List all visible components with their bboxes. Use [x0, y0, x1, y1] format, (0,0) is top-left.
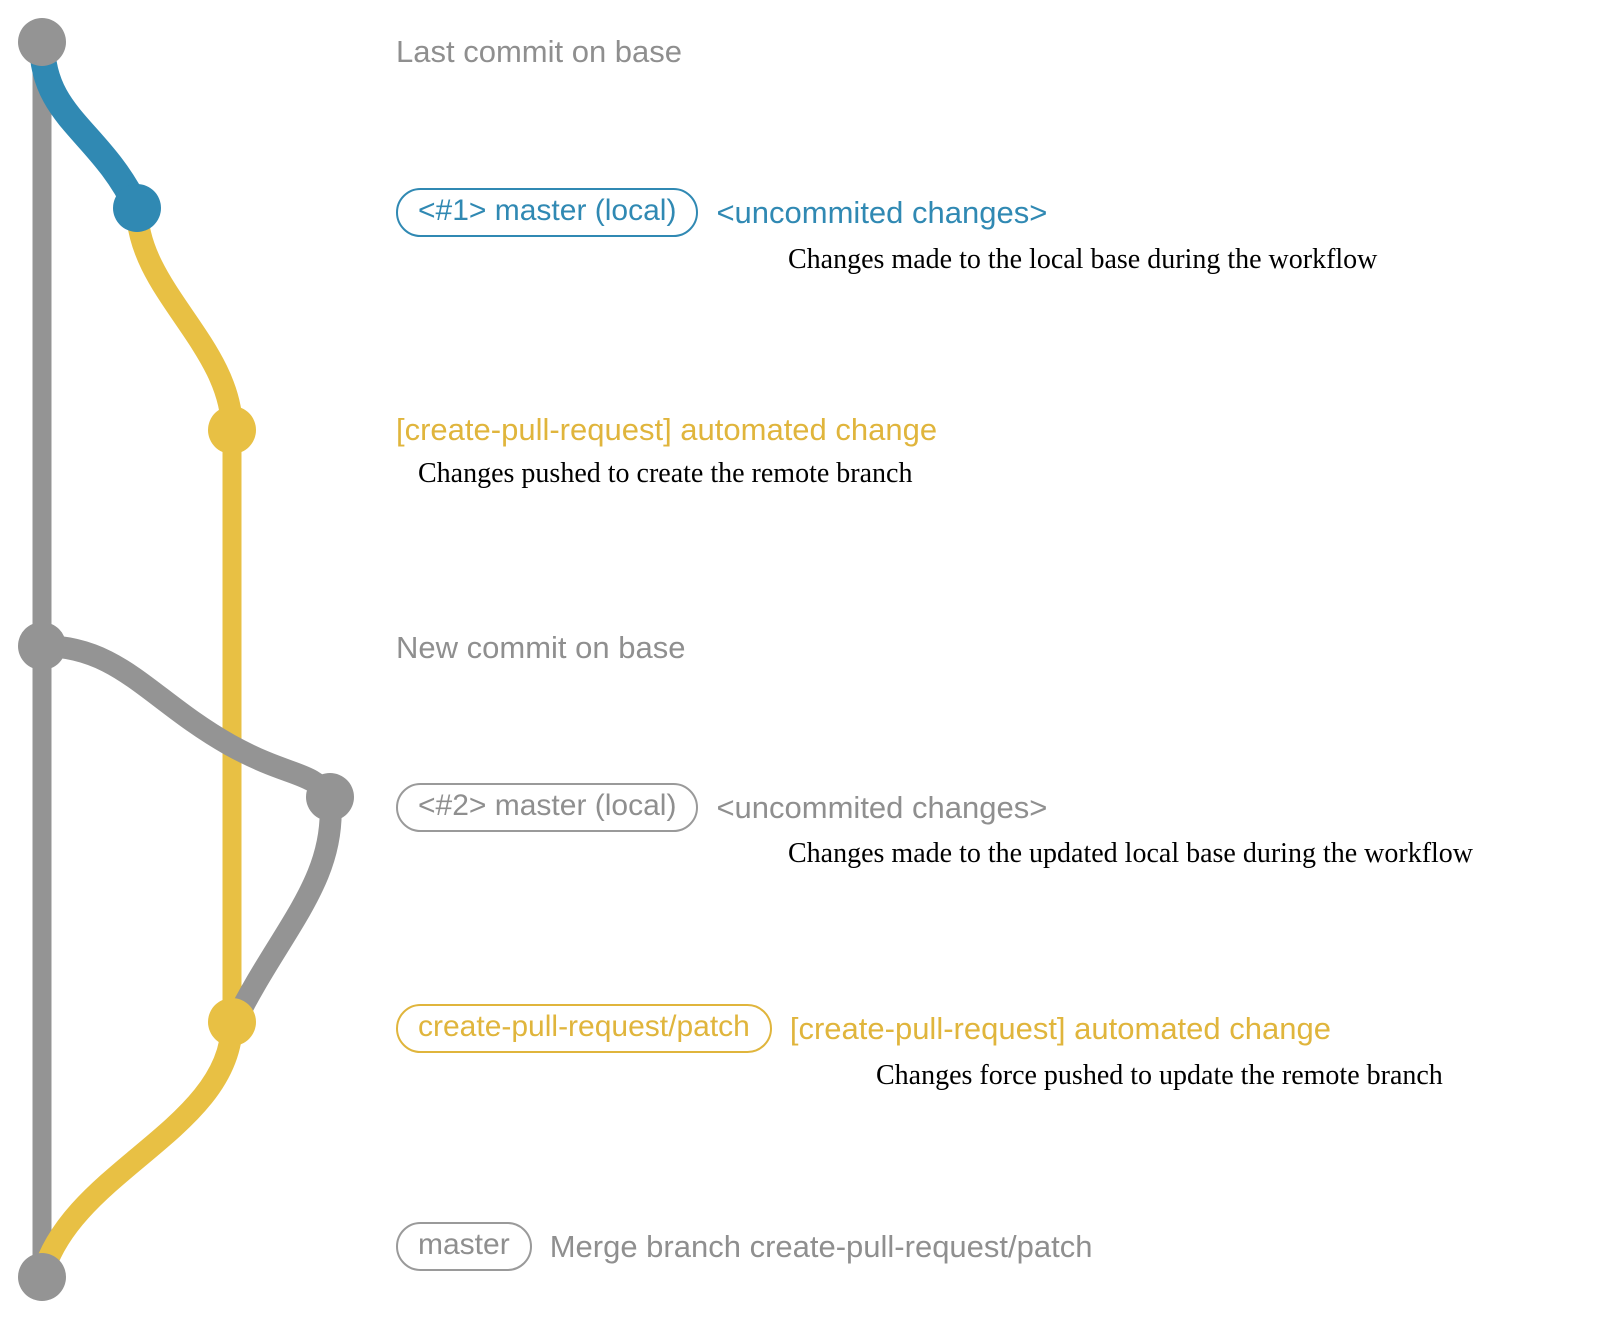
annotation-row-local-base-2: <#2> master (local) <uncommited changes>…	[396, 783, 1473, 868]
row-head: [create-pull-request] automated change	[396, 414, 937, 445]
commit-subject: Last commit on base	[396, 34, 683, 69]
row-head: Last commit on base	[396, 36, 682, 67]
row-head: create-pull-request/patch [create-pull-r…	[396, 1004, 1331, 1053]
commit-subject: [create-pull-request] automated change	[396, 412, 938, 447]
row-head: master Merge branch create-pull-request/…	[396, 1222, 1092, 1271]
edge-basenew-to-local2	[31, 635, 341, 808]
commit-description: Changes made to the updated local base d…	[788, 838, 1474, 869]
ref-badge-master-local-1[interactable]: <#1> master (local)	[396, 188, 699, 237]
commit-description: Changes made to the local base during th…	[788, 244, 1378, 275]
edge-local2-to-patch2	[224, 786, 342, 1033]
commit-subject: Merge branch create-pull-request/patch	[549, 1229, 1093, 1264]
commit-node-base-head[interactable]	[18, 18, 66, 66]
commit-node-patch-2[interactable]	[208, 998, 256, 1046]
commit-node-patch-1[interactable]	[208, 406, 256, 454]
edge-base-to-local1	[29, 29, 150, 221]
ref-badge-master-local-2[interactable]: <#2> master (local)	[396, 783, 699, 832]
annotation-row-local-base-1: <#1> master (local) <uncommited changes>…	[396, 188, 1377, 274]
ref-badge-create-pull-request-patch[interactable]: create-pull-request/patch	[396, 1004, 772, 1053]
annotation-row-last-commit-on-base: Last commit on base	[396, 36, 682, 67]
annotation-row-automated-change-2: create-pull-request/patch [create-pull-r…	[396, 1004, 1443, 1090]
commit-description: Changes pushed to create the remote bran…	[418, 458, 913, 489]
commit-description: Changes force pushed to update the remot…	[876, 1060, 1443, 1091]
edge-local1-to-patch1	[126, 197, 243, 441]
row-head: <#2> master (local) <uncommited changes>	[396, 783, 1047, 832]
row-head: New commit on base	[396, 632, 685, 663]
ref-badge-master[interactable]: master	[396, 1222, 532, 1271]
annotation-row-merge-commit: master Merge branch create-pull-request/…	[396, 1222, 1092, 1271]
edge-patch2-to-merge	[31, 1011, 243, 1288]
commit-subject: <uncommited changes>	[716, 790, 1048, 825]
annotation-row-automated-change-1: [create-pull-request] automated change C…	[396, 414, 937, 488]
commit-subject: <uncommited changes>	[716, 195, 1048, 230]
commit-subject: New commit on base	[396, 630, 686, 665]
commit-node-local-2[interactable]	[306, 773, 354, 821]
commit-subject: [create-pull-request] automated change	[789, 1011, 1331, 1046]
commit-node-merge[interactable]	[18, 1253, 66, 1301]
commit-node-local-1[interactable]	[113, 184, 161, 232]
commit-node-base-new[interactable]	[18, 622, 66, 670]
annotation-row-new-commit-on-base: New commit on base	[396, 632, 685, 663]
row-head: <#1> master (local) <uncommited changes>	[396, 188, 1047, 237]
